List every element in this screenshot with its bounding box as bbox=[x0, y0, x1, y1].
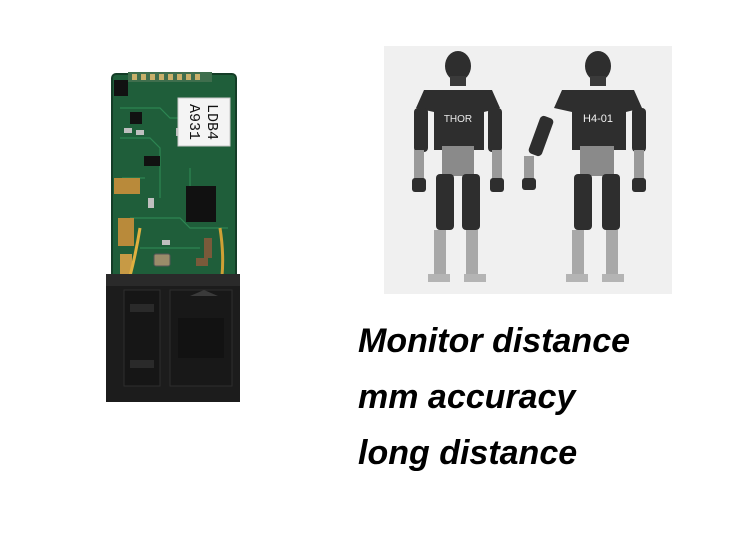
robot-back-badge: H4-01 bbox=[583, 113, 613, 125]
robot-front-badge: THOR bbox=[444, 114, 472, 125]
feature-monitor-distance: Monitor distance bbox=[358, 322, 631, 360]
feature-long-distance: long distance bbox=[358, 434, 578, 472]
laser-sensor-module-photo: LDB4 A931 bbox=[106, 72, 240, 402]
pcb-label: LDB4 A931 bbox=[185, 104, 220, 140]
humanoid-robot-photo: THOR H4-01 bbox=[384, 46, 672, 294]
robot-front-view: THOR bbox=[412, 51, 504, 282]
pcb-label-line2: A931 bbox=[185, 104, 202, 140]
feature-list: Monitor distance mm accuracy long distan… bbox=[358, 318, 738, 486]
pcb-label-line1: LDB4 bbox=[203, 104, 220, 140]
feature-mm-accuracy: mm accuracy bbox=[358, 378, 576, 416]
pcb-board: LDB4 A931 bbox=[111, 72, 237, 281]
robot-back-view: H4-01 bbox=[522, 51, 646, 282]
sensor-housing bbox=[106, 274, 240, 402]
